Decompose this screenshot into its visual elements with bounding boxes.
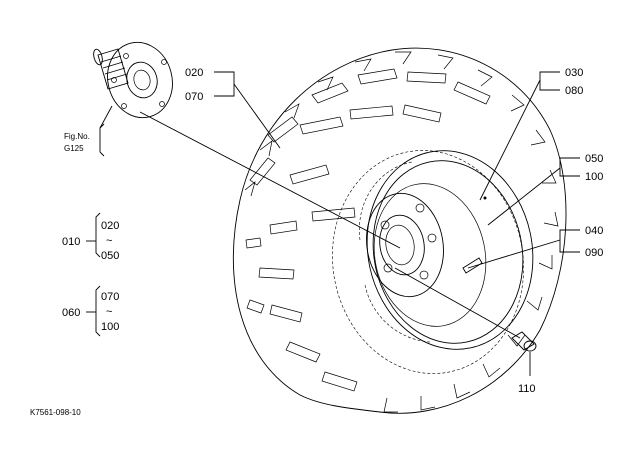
group-060-from: 070 — [101, 291, 119, 303]
group-010-tilde: ~ — [106, 235, 112, 247]
callout-030: 030 — [565, 67, 583, 79]
group-060-tilde: ~ — [106, 306, 112, 318]
tire — [232, 47, 567, 414]
callout-050: 050 — [585, 153, 603, 165]
leader-lines — [86, 71, 580, 376]
figref-line1: Fig.No. — [64, 132, 90, 141]
callout-070: 070 — [185, 91, 203, 103]
callout-020: 020 — [185, 67, 203, 79]
wheel-rim — [359, 150, 534, 350]
callout-labels: 020 070 030 080 050 100 040 090 110 Fig.… — [30, 67, 603, 417]
group-010-to: 050 — [101, 250, 119, 262]
drawing-code: K7561-098-10 — [30, 408, 81, 417]
callout-080: 080 — [565, 85, 583, 97]
callout-040: 040 — [585, 225, 603, 237]
group-010-parent: 010 — [62, 236, 80, 248]
group-060-to: 100 — [101, 321, 119, 333]
group-010-from: 020 — [101, 220, 119, 232]
callout-110: 110 — [518, 383, 536, 395]
lug-bolt — [511, 331, 537, 352]
group-060-parent: 060 — [62, 307, 80, 319]
figref-line2: G125 — [64, 144, 84, 153]
callout-100: 100 — [585, 171, 603, 183]
hub-axle — [93, 41, 173, 119]
callout-090: 090 — [585, 247, 603, 259]
